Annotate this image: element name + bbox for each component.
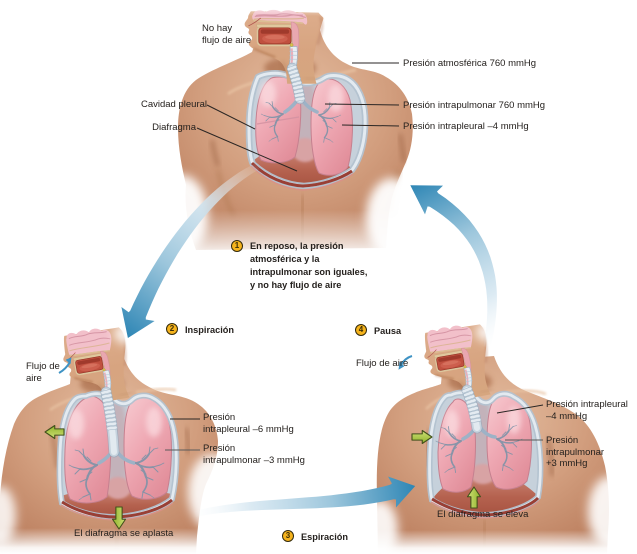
green-arrow-ribs-out xyxy=(44,424,65,440)
step-4-badge: 4 xyxy=(355,324,367,336)
cycle-arrow-to-rest xyxy=(410,185,497,348)
step-4-pause: 4 Pausa xyxy=(355,324,401,337)
figure-inspiration xyxy=(0,324,310,554)
leader-intrapulmonary-top xyxy=(324,103,400,106)
label-airflow-in: Flujo de aire xyxy=(26,361,60,384)
label-diaphragm-flattens: El diafragma se aplasta xyxy=(74,528,174,539)
head-pause-figure xyxy=(424,324,493,399)
leader-intrapleural-right xyxy=(496,404,544,414)
airflow-out-arrow xyxy=(398,355,413,370)
leader-pleural-cavity xyxy=(206,104,256,130)
label-intrapulmonary-left: Presión intrapulmonar –3 mmHg xyxy=(203,443,305,466)
green-arrow-diaphragm-down xyxy=(111,506,127,530)
label-intrapulmonary-right: Presión intrapulmonar +3 mmHg xyxy=(546,435,605,469)
step-2-inspiration: 2 Inspiración xyxy=(166,323,234,336)
trachea-top xyxy=(286,62,306,105)
label-intrapulmonary-top: Presión intrapulmonar 760 mmHg xyxy=(403,100,546,111)
label-no-airflow: No hay flujo de aire xyxy=(202,23,252,46)
step-2-badge: 2 xyxy=(166,323,178,335)
trachea-inspiration xyxy=(100,386,120,458)
figure-pause xyxy=(362,322,632,554)
label-pleural-cavity: Cavidad pleural xyxy=(140,99,207,110)
leader-intrapleural-top xyxy=(341,124,400,127)
step-3-expiration: 3 Espiración xyxy=(282,530,348,543)
step-1-badge: 1 xyxy=(231,240,243,252)
label-diaphragm-rises: El diafragma se eleva xyxy=(437,509,529,520)
label-intrapleural-left: Presión intrapleural –6 mmHg xyxy=(203,412,294,435)
trachea-pause xyxy=(461,384,483,434)
head-inspiration-figure xyxy=(63,327,132,402)
label-intrapleural-right: Presión intrapleural –4 mmHg xyxy=(546,399,628,422)
green-arrow-ribs-in xyxy=(411,429,433,445)
figure-at-rest xyxy=(156,0,430,268)
label-diaphragm: Diafragma xyxy=(152,122,196,133)
green-arrow-diaphragm-up xyxy=(466,486,482,509)
airflow-in-arrow xyxy=(58,357,72,374)
step-3-badge: 3 xyxy=(282,530,294,542)
cycle-arrow-to-inspiration xyxy=(121,162,260,338)
label-atmospheric-pressure: Presión atmosférica 760 mmHg xyxy=(403,58,537,69)
cycle-arrow-expiration xyxy=(194,476,416,517)
step-1-rest: 1 En reposo, la presión atmosférica y la… xyxy=(231,240,367,292)
label-airflow-out: Flujo de aire xyxy=(356,358,409,369)
label-intrapleural-top: Presión intrapleural –4 mmHg xyxy=(403,121,529,132)
leader-diaphragm xyxy=(196,127,298,172)
head-top-figure xyxy=(244,9,324,84)
